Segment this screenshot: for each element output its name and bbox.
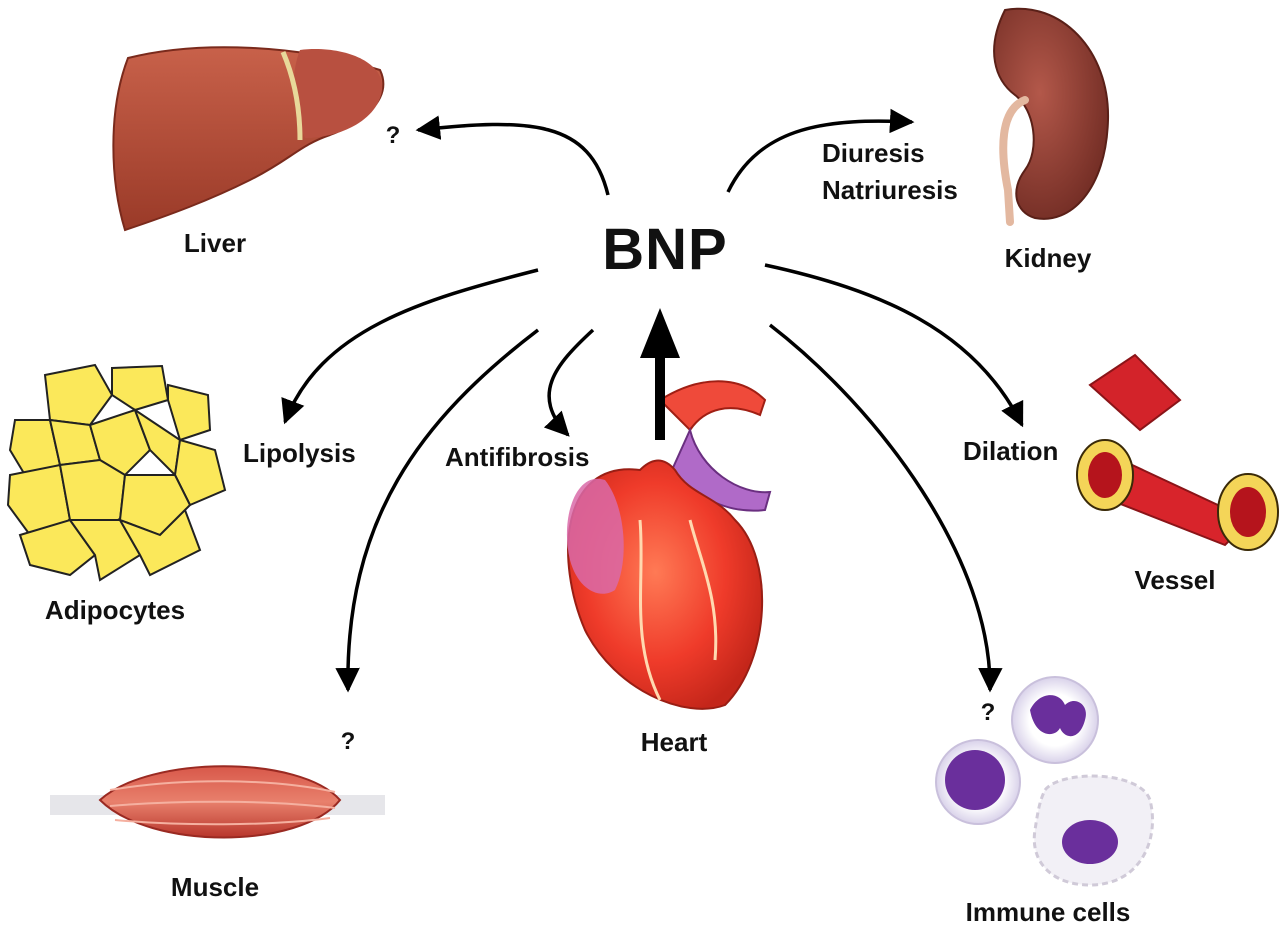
liver-question-mark: ?	[385, 122, 401, 149]
vessel-label: Vessel	[1134, 565, 1216, 595]
adipocytes-illustration	[6, 363, 227, 582]
natriuresis-label: Natriuresis	[822, 175, 958, 205]
muscle-label: Muscle	[170, 872, 260, 902]
immune-cells-label: Immune cells	[965, 897, 1131, 927]
diuresis-label: Diuresis	[822, 138, 925, 168]
kidney-label: Kidney	[1004, 243, 1092, 273]
muscle-question-mark: ?	[340, 728, 356, 755]
arrows	[281, 108, 1024, 693]
immune-question-mark: ?	[980, 699, 996, 726]
bnp-label: BNP	[602, 217, 728, 282]
dilation-label: Dilation	[963, 436, 1059, 466]
adipocytes-label: Adipocytes	[44, 595, 186, 625]
kidney-illustration	[993, 7, 1110, 226]
antifibrosis-label: Antifibrosis	[445, 442, 590, 472]
muscle-illustration	[50, 765, 385, 839]
liver-label: Liver	[183, 228, 247, 258]
immune-cells-illustration	[935, 676, 1154, 887]
heart-illustration	[566, 380, 772, 710]
liver-illustration	[112, 46, 385, 232]
heart-label: Heart	[640, 727, 708, 757]
vessel-illustration	[1076, 353, 1279, 551]
bnp-increase-arrowhead	[640, 308, 680, 358]
lipolysis-label: Lipolysis	[243, 438, 356, 468]
